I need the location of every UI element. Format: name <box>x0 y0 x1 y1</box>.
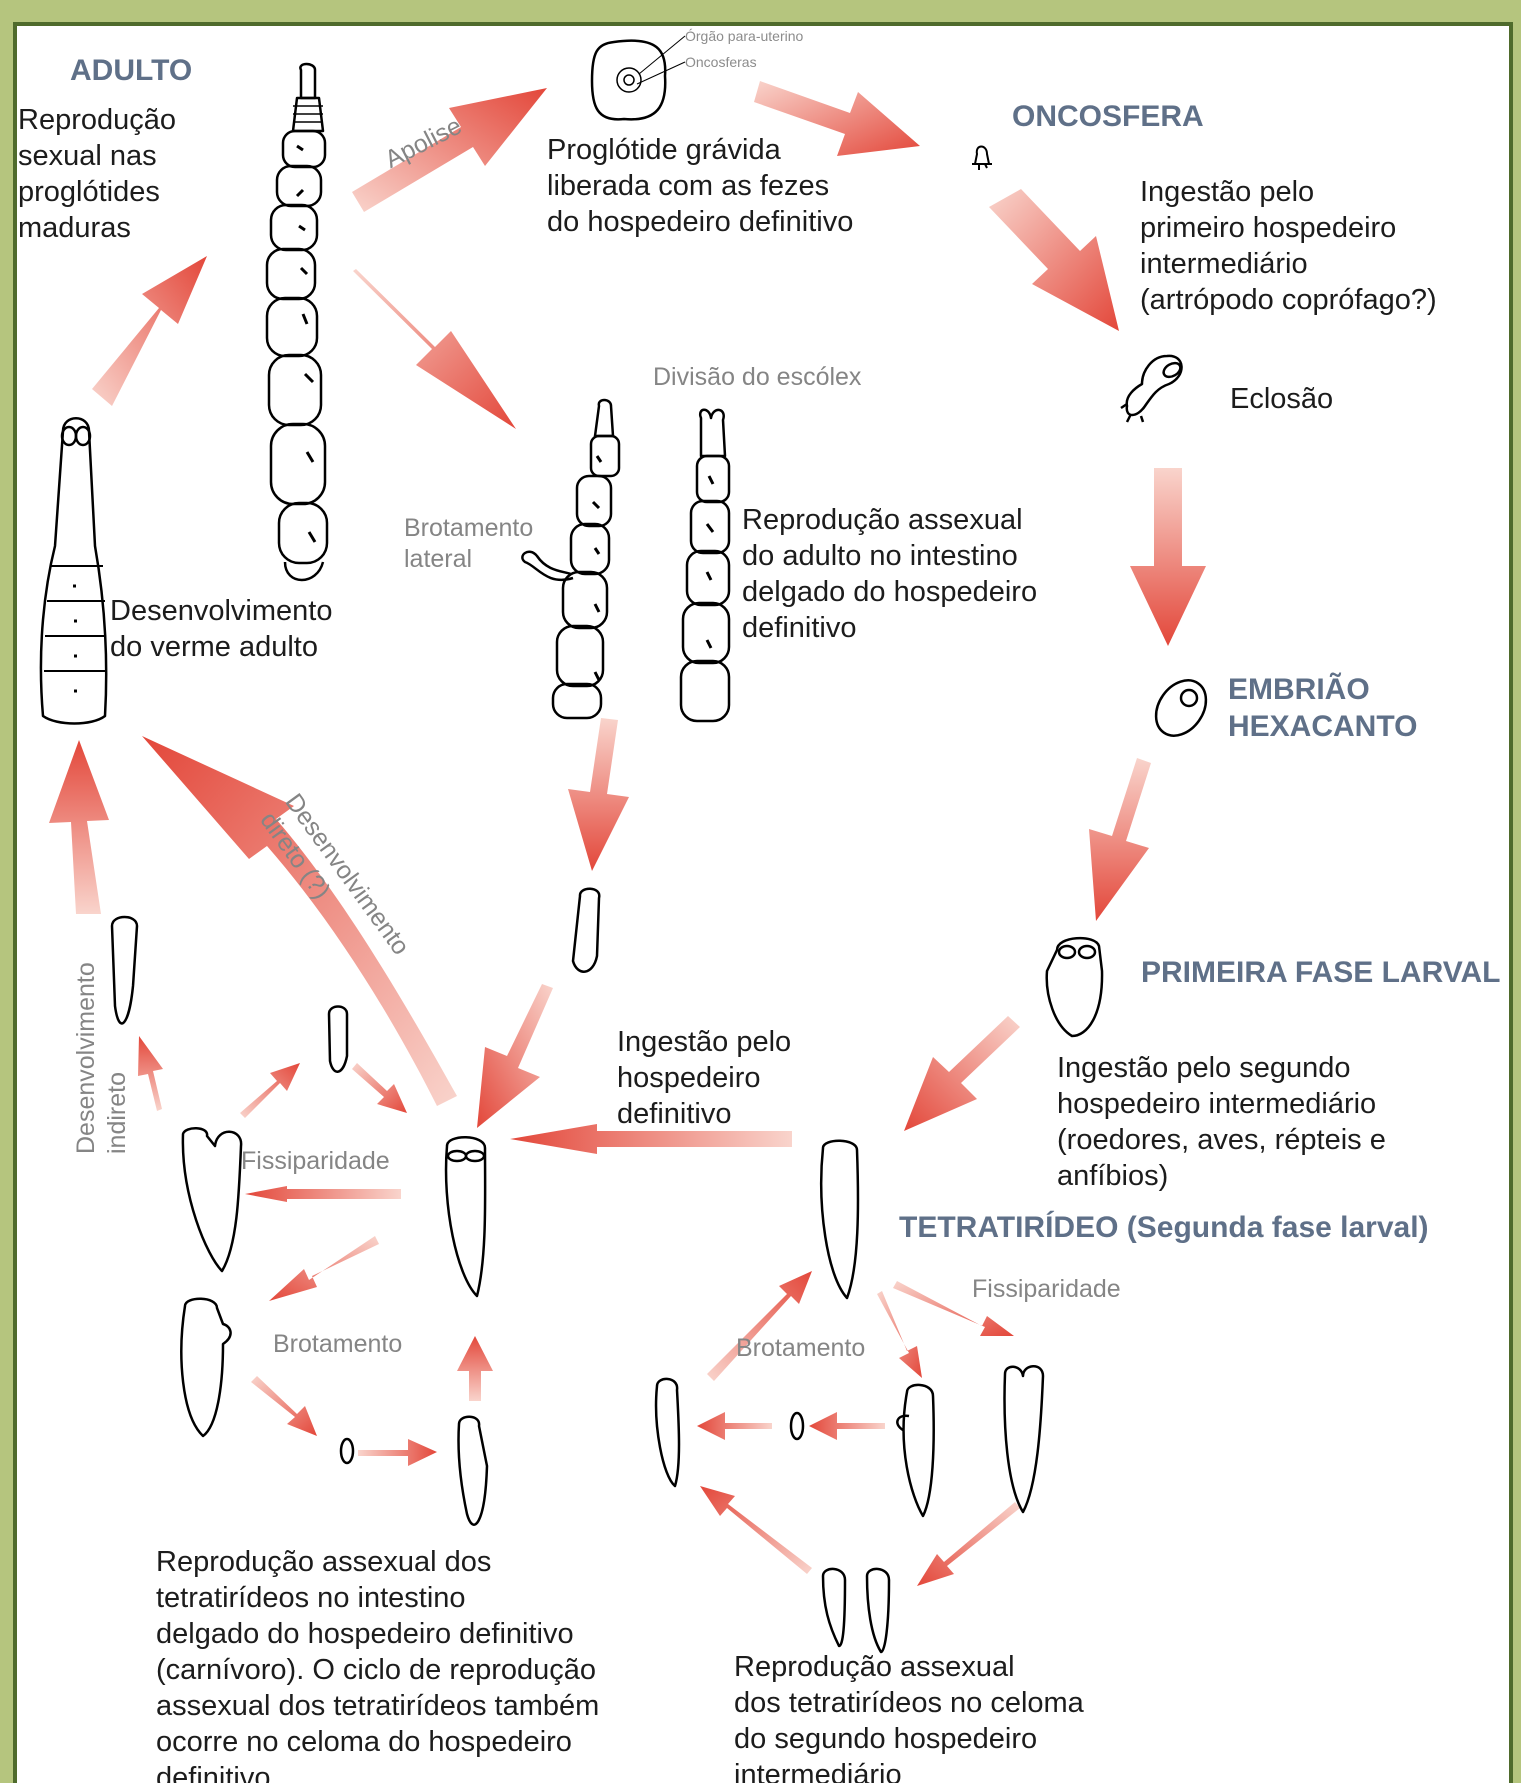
label-brotamento-right: Brotamento <box>736 1333 865 1364</box>
label-oncosferas: Oncosferas <box>685 54 757 70</box>
arrow-desenvolvimento-indireto <box>49 740 109 914</box>
arrow-desenvolvimento-up <box>92 256 207 406</box>
arrow-to-second-host <box>904 1016 1020 1131</box>
small-arrow <box>697 1412 772 1440</box>
text-reproducao-tetra-celoma: Reprodução assexual dos tetratirídeos no… <box>734 1649 1084 1783</box>
small-arrow <box>917 1502 1020 1586</box>
small-arrow <box>358 1439 437 1466</box>
heading-oncosfera: ONCOSFERA <box>1012 98 1204 135</box>
scolex-division-strobila <box>681 410 729 721</box>
tetratirideo-shapes-left <box>112 917 487 1525</box>
heading-adulto: ADULTO <box>70 52 192 89</box>
small-arrow <box>707 1271 812 1381</box>
arrow-embriao-down <box>1089 758 1151 921</box>
adult-strobila <box>267 64 327 580</box>
small-arrow <box>877 1291 922 1378</box>
oncosfera-shape <box>972 147 992 171</box>
arrow-eclosao-down <box>1130 468 1206 646</box>
label-divisao-escolex: Divisão do escólex <box>653 362 861 393</box>
developing-worm <box>41 418 106 723</box>
label-desenvolvimento-indireto: Desenvolvimento indireto <box>71 962 133 1154</box>
text-reproducao-tetra-intestino: Reprodução assexual dos tetratirídeos no… <box>156 1544 599 1783</box>
text-reproducao-sexual: Reprodução sexual nas proglótides madura… <box>18 102 176 246</box>
arrow-larva-to-tetra <box>477 984 553 1128</box>
heading-embriao-hexacanto: EMBRIÃO HEXACANTO <box>1228 671 1417 745</box>
label-brotamento-lateral: Brotamento lateral <box>404 513 533 575</box>
small-arrow <box>809 1412 885 1440</box>
heading-primeira-fase-larval: PRIMEIRA FASE LARVAL <box>1141 954 1500 991</box>
eclosion-shape <box>1121 356 1183 422</box>
small-arrow <box>251 1376 317 1436</box>
arrow-to-ingestion-first <box>989 189 1119 331</box>
text-proglotide-gravida: Proglótide grávida liberada com as fezes… <box>547 132 853 240</box>
small-arrow <box>138 1036 163 1111</box>
diagram-panel: ADULTO ONCOSFERA EMBRIÃO HEXACANTO PRIME… <box>13 22 1513 1783</box>
text-ingestao-primeiro: Ingestão pelo primeiro hospedeiro interm… <box>1140 174 1437 318</box>
small-arrow <box>245 1186 401 1202</box>
embriao-shape <box>1146 671 1216 745</box>
text-ingestao-definitivo: Ingestão pelo hospedeiro definitivo <box>617 1024 791 1132</box>
text-eclosao: Eclosão <box>1230 381 1333 417</box>
label-fissiparidade-left: Fissiparidade <box>241 1146 390 1177</box>
small-arrow <box>457 1336 493 1401</box>
small-arrow <box>269 1236 379 1301</box>
arrow-adult-to-asexual <box>353 269 516 429</box>
text-desenvolvimento-adulto: Desenvolvimento do verme adulto <box>110 593 332 665</box>
arrow-asexual-to-larva <box>568 718 629 871</box>
small-arrows <box>138 1036 1020 1586</box>
label-orgao-para-uterino: Órgão para-uterino <box>685 28 803 44</box>
heading-tetratirideo: TETRATIRÍDEO (Segunda fase larval) <box>899 1209 1429 1246</box>
lateral-budding-strobila <box>522 400 619 718</box>
small-arrow <box>352 1063 407 1113</box>
small-arrow <box>700 1486 812 1574</box>
label-brotamento-left: Brotamento <box>273 1329 402 1360</box>
primeira-larva-shape <box>1047 938 1102 1036</box>
label-fissiparidade-right: Fissiparidade <box>972 1274 1121 1305</box>
small-arrow <box>240 1063 300 1118</box>
small-larva-shape <box>573 889 599 972</box>
text-reproducao-assexual-adulto: Reprodução assexual do adulto no intesti… <box>742 502 1037 646</box>
text-ingestao-segundo: Ingestão pelo segundo hospedeiro interme… <box>1057 1050 1386 1194</box>
gravid-proglottid <box>592 36 685 119</box>
